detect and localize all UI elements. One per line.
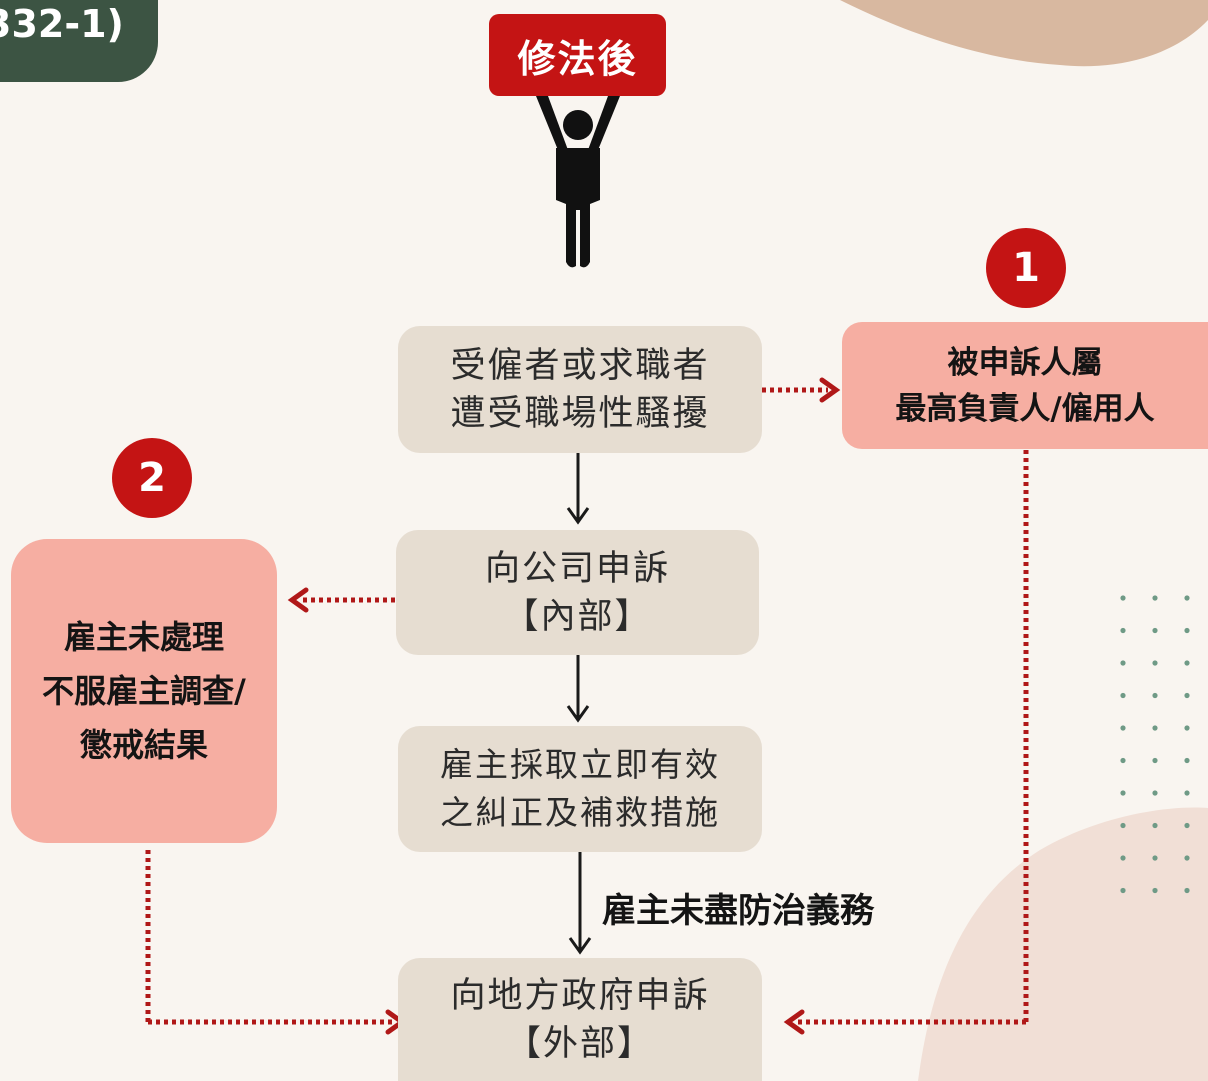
remedy-line-1: 雇主採取立即有效 [440, 745, 720, 784]
case-one-line-2: 最高負責人/僱用人 [895, 390, 1155, 427]
decor-dot [1120, 660, 1126, 666]
case-two-line-2: 不服雇主調查/ [42, 672, 246, 710]
badge-one-text: 1 [1012, 245, 1040, 291]
decor-dot [1152, 692, 1158, 699]
section-tab-text: 332-1) [0, 2, 124, 46]
case-one-node: 被申訴人屬 最高負責人/僱用人 [842, 322, 1208, 449]
decor-dot [1120, 692, 1126, 699]
decor-blob-top [840, 0, 1208, 67]
victim-line-1: 受僱者或求職者 [450, 345, 710, 386]
victim-line-2: 遭受職場性騷擾 [450, 393, 710, 434]
amendment-sign: 修法後 [489, 14, 666, 96]
decor-dot [1120, 822, 1126, 829]
decor-blob-bottom [918, 807, 1208, 1081]
decor-dot [1152, 855, 1158, 861]
decor-dot [1120, 757, 1126, 764]
decor-dot [1184, 627, 1190, 634]
decor-dot [1120, 627, 1126, 634]
victim-node: 受僱者或求職者 遭受職場性騷擾 [398, 326, 762, 453]
decor-dot [1184, 595, 1190, 601]
external-line-1: 向地方政府申訴 [450, 975, 710, 1016]
amendment-sign-text: 修法後 [517, 36, 638, 81]
decor-dot [1184, 887, 1190, 894]
decor-dot [1184, 822, 1190, 829]
edge-label-duty-failure: 雇主未盡防治義務 [602, 891, 874, 931]
internal-line-1: 向公司申訴 [484, 548, 670, 589]
section-tab: 332-1) [0, 0, 158, 82]
badge-one: 1 [986, 228, 1066, 308]
decor-dot [1120, 887, 1126, 894]
decor-dot [1184, 692, 1190, 699]
remedy-node: 雇主採取立即有效 之糾正及補救措施 [398, 726, 762, 852]
dotted-connectors [145, 387, 1029, 1025]
case-two-line-1: 雇主未處理 [63, 618, 224, 656]
main-flow-arrows [566, 453, 592, 955]
dotted-arrowheads [287, 377, 841, 1035]
remedy-line-2: 之糾正及補救措施 [440, 793, 720, 832]
decor-dot [1152, 660, 1158, 666]
decor-dot-grid [1120, 595, 1190, 894]
decor-dot [1152, 887, 1158, 894]
decor-dot [1184, 660, 1190, 666]
decor-dot [1184, 855, 1190, 861]
decor-dot [1120, 595, 1126, 601]
internal-line-2: 【內部】 [503, 596, 652, 637]
decor-dot [1184, 725, 1190, 731]
decor-dot [1152, 627, 1158, 634]
case-two-node: 雇主未處理 不服雇主調查/ 懲戒結果 [11, 539, 277, 843]
badge-two-text: 2 [138, 455, 166, 501]
decor-dot [1152, 790, 1158, 796]
decor-dot [1184, 757, 1190, 764]
case-two-line-3: 懲戒結果 [79, 726, 208, 764]
decor-dot [1184, 790, 1190, 796]
decor-dot [1152, 757, 1158, 764]
internal-complaint-node: 向公司申訴 【內部】 [396, 530, 759, 655]
decor-dot [1152, 595, 1158, 601]
decor-dot [1152, 725, 1158, 731]
case-one-line-1: 被申訴人屬 [947, 344, 1103, 381]
decor-dot [1120, 855, 1126, 861]
decor-dot [1120, 790, 1126, 796]
external-complaint-node: 向地方政府申訴 【外部】 [398, 958, 762, 1081]
badge-two: 2 [112, 438, 192, 518]
decor-dot [1120, 725, 1126, 731]
external-line-2: 【外部】 [505, 1023, 654, 1064]
person-figure-icon [536, 96, 620, 268]
decor-dot [1152, 822, 1158, 829]
